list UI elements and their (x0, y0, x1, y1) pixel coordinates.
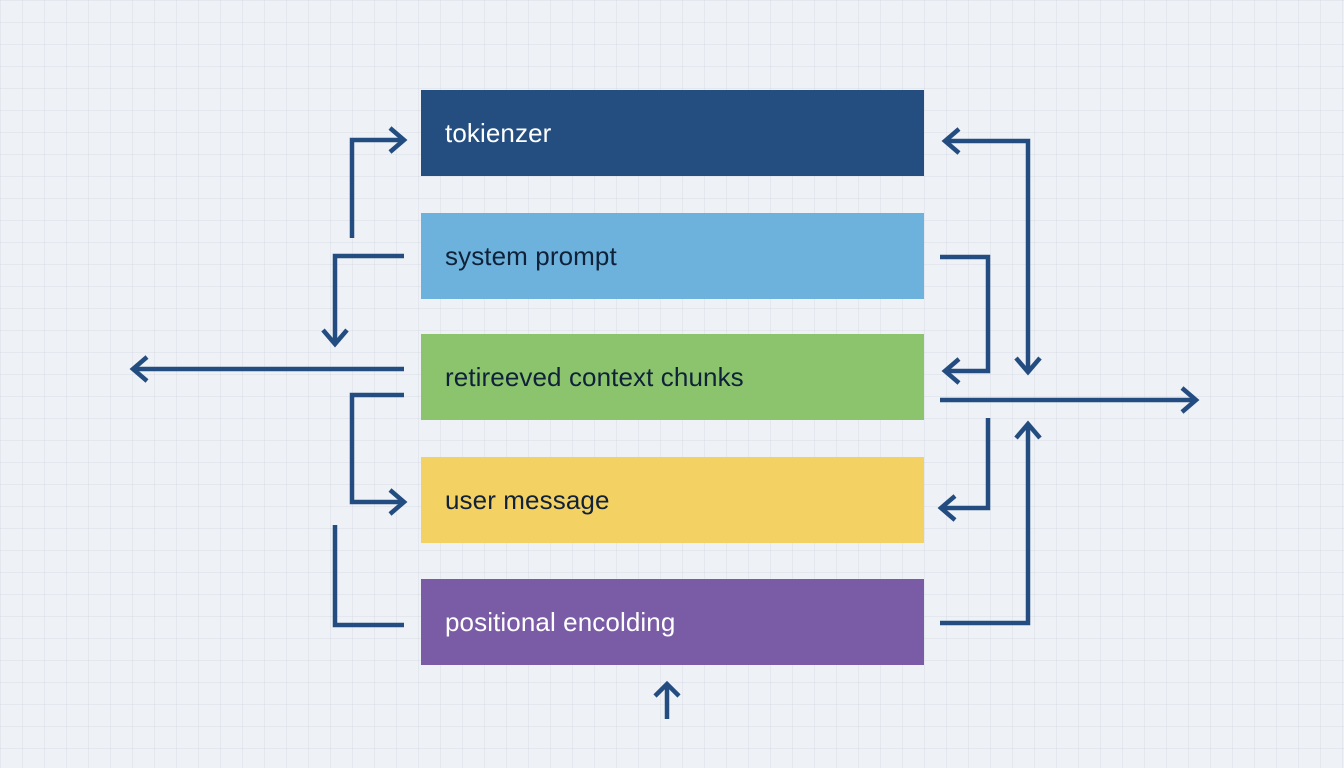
layer-user-message-label: user message (445, 484, 610, 515)
layer-retrieved-context-label: retireeved context chunks (445, 361, 744, 392)
arrow-right-to-user-message (937, 418, 991, 522)
arrow-left-system-down (321, 253, 404, 348)
arrow-left-up-to-tokenizer (349, 126, 408, 238)
layer-positional-encoding: positional encolding (421, 579, 924, 665)
arrow-right-system-to-context (940, 254, 991, 385)
layer-user-message: user message (421, 457, 924, 543)
arrow-left-context-to-user (349, 392, 408, 516)
arrow-right-positional-up (940, 420, 1042, 626)
connector-left-positional (332, 525, 404, 628)
arrow-right-tokenizer-bidirectional (941, 127, 1042, 376)
arrow-right-outgoing (940, 386, 1200, 414)
layer-retrieved-context: retireeved context chunks (421, 334, 924, 420)
layer-system-prompt-label: system prompt (445, 240, 617, 271)
layer-tokenizer-label: tokienzer (445, 117, 552, 148)
layer-system-prompt: system prompt (421, 213, 924, 299)
layer-tokenizer: tokienzer (421, 90, 924, 176)
arrow-bottom-input (653, 680, 681, 719)
layer-positional-encoding-label: positional encolding (445, 606, 676, 637)
arrow-left-outgoing (129, 355, 404, 383)
